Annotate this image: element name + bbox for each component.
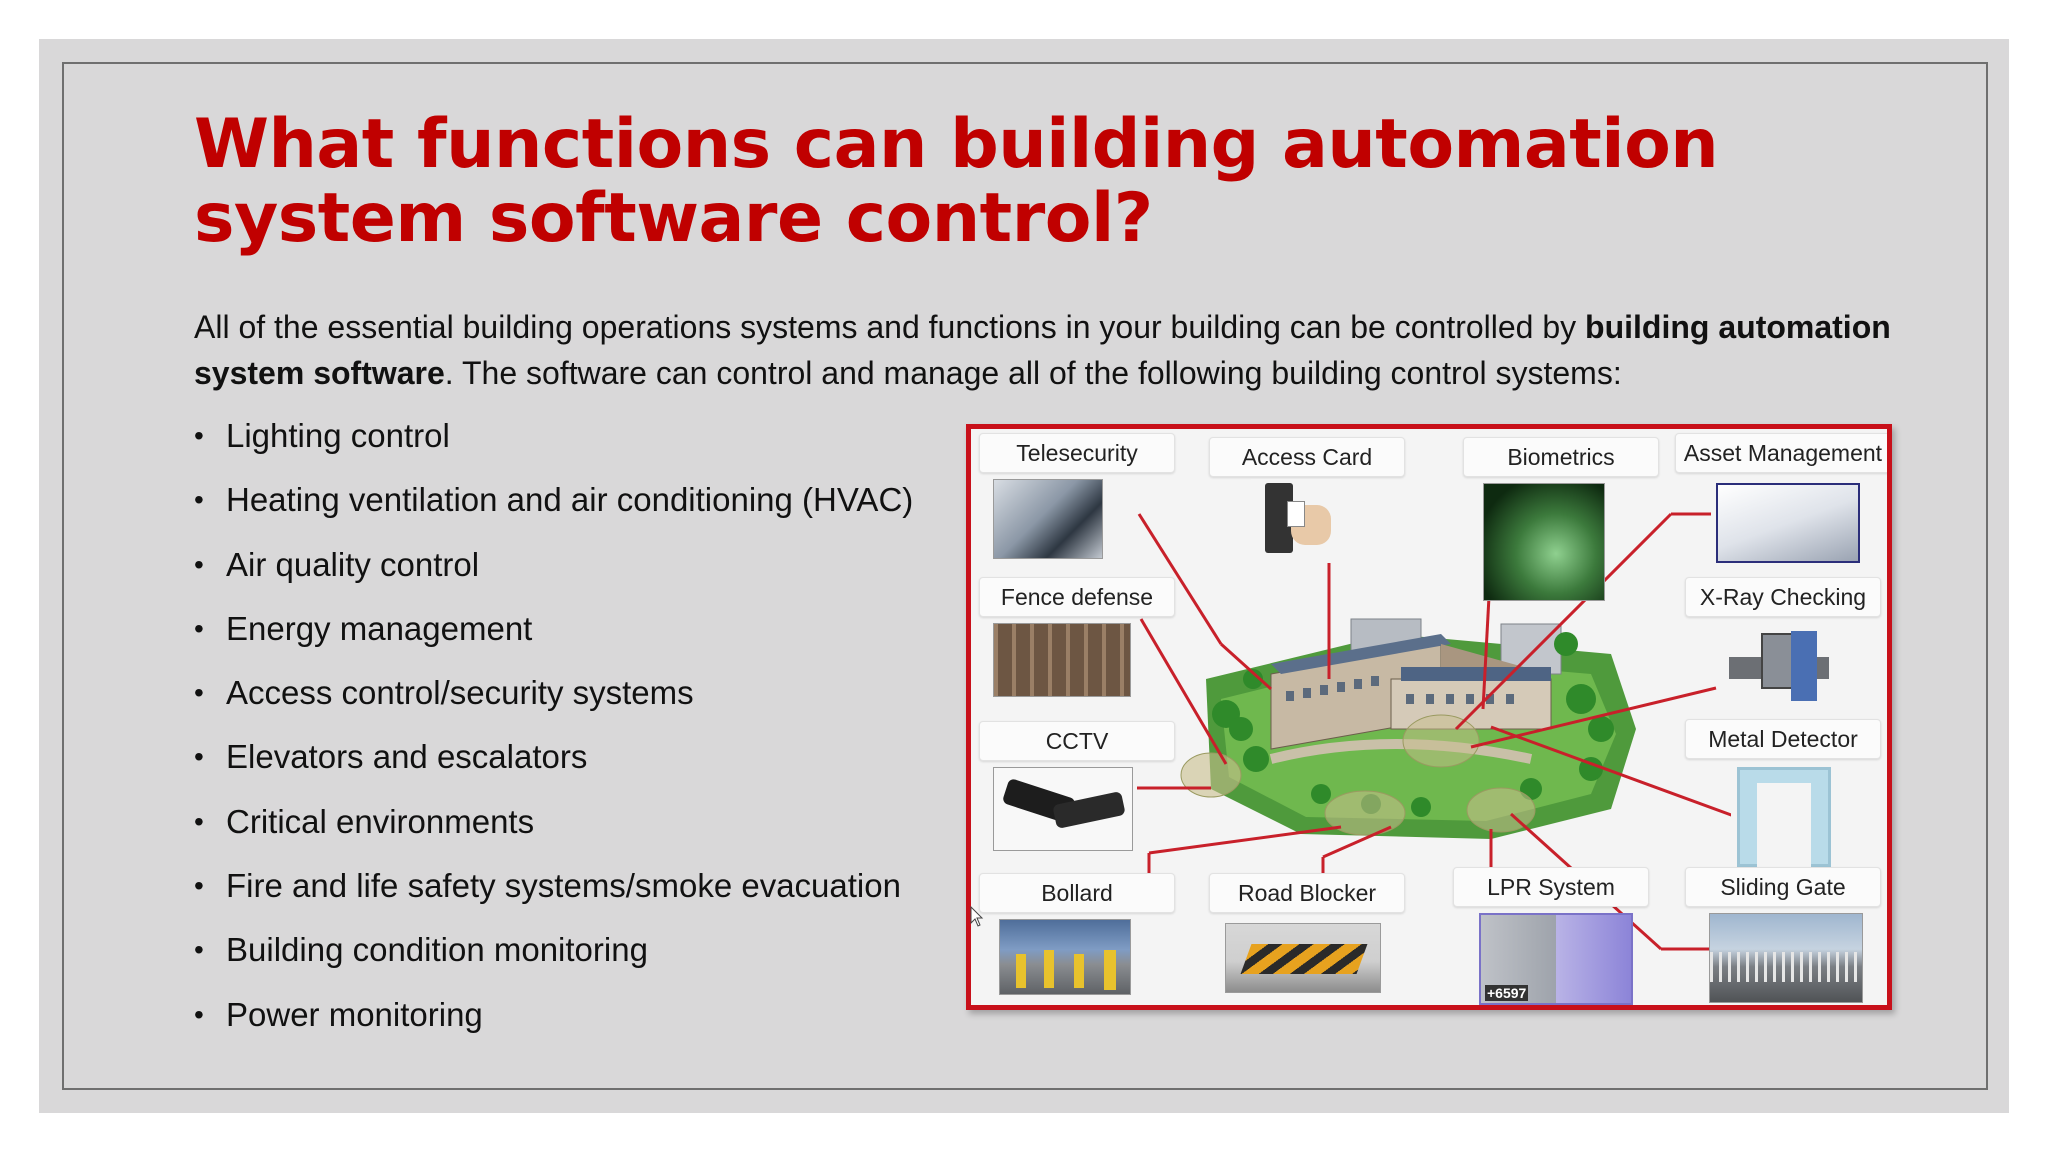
road-blocker-photo	[1225, 923, 1381, 993]
mouse-cursor-icon	[970, 906, 984, 927]
label-xray-checking: X-Ray Checking	[1685, 577, 1881, 617]
bullet-icon: •	[194, 805, 204, 837]
bullet-icon: •	[194, 741, 204, 773]
list-item-text: Energy management	[226, 609, 533, 647]
slide-title: What functions can building automation s…	[194, 105, 1719, 258]
list-item-text: Critical environments	[226, 802, 535, 840]
cctv-camera-photo	[993, 767, 1133, 851]
label-lpr-system: LPR System	[1453, 867, 1649, 907]
metal-detector-photo	[1731, 767, 1837, 867]
list-item-text: Lighting control	[226, 417, 450, 454]
list-item: • Air quality control	[194, 539, 913, 603]
list-item: • Heating ventilation and air conditionin…	[194, 474, 913, 538]
list-item-text: Air quality control	[226, 545, 480, 583]
label-bollard: Bollard	[979, 873, 1175, 913]
list-item-text: Heating ventilation and air conditioning…	[226, 481, 914, 519]
asset-management-photo	[1716, 483, 1860, 563]
intro-text-bold: building automation system software	[194, 309, 1891, 391]
slide-frame	[62, 62, 1988, 1090]
bullet-icon: •	[194, 870, 204, 902]
lpr-plate-text: +6597	[1485, 985, 1529, 1001]
intro-paragraph: All of the essential building operations…	[194, 304, 1954, 396]
biometrics-photo	[1483, 483, 1605, 601]
list-item: • Critical environments	[194, 796, 913, 860]
bullet-icon: •	[194, 548, 204, 580]
list-item: • Power monitoring	[194, 989, 913, 1053]
bullet-icon: •	[194, 420, 204, 451]
list-item: • Energy management	[194, 603, 913, 667]
list-item: • Access control/security systems	[194, 667, 913, 731]
label-fence-defense: Fence defense	[979, 577, 1175, 617]
list-item-text: Fire and life safety systems/smoke evacu…	[226, 867, 901, 905]
list-item-text: Power monitoring	[226, 995, 483, 1033]
label-biometrics: Biometrics	[1463, 437, 1659, 477]
label-road-blocker: Road Blocker	[1209, 873, 1405, 913]
list-item-text: Elevators and escalators	[226, 738, 588, 776]
campus-illustration	[1137, 512, 1765, 951]
label-cctv: CCTV	[979, 721, 1175, 761]
list-item-text: Building condition monitoring	[226, 931, 648, 969]
access-card-reader-photo	[1251, 479, 1341, 563]
bullet-icon: •	[194, 612, 204, 644]
list-item: • Building condition monitoring	[194, 924, 913, 988]
list-item-text: Access control/security systems	[226, 674, 694, 712]
telesecurity-photo	[993, 479, 1103, 559]
sliding-gate-photo	[1709, 913, 1863, 1003]
lpr-system-photo: +6597	[1479, 913, 1633, 1005]
list-item: • Fire and life safety systems/smoke evac…	[194, 860, 913, 924]
label-telesecurity: Telesecurity	[979, 433, 1175, 473]
intro-text-end: . The software can control and manage al…	[444, 355, 1622, 391]
bollard-photo	[999, 919, 1131, 995]
bullet-icon: •	[194, 998, 204, 1030]
bullet-icon: •	[194, 677, 204, 709]
fence-defense-photo	[993, 623, 1131, 697]
bullet-icon: •	[194, 484, 204, 516]
label-access-card: Access Card	[1209, 437, 1405, 477]
list-item: • Lighting control	[194, 410, 913, 474]
function-list: • Lighting control • Heating ventilation a…	[194, 410, 913, 1053]
xray-machine-photo	[1719, 627, 1837, 713]
intro-text-start: All of the essential building operations…	[194, 309, 1586, 345]
label-sliding-gate: Sliding Gate	[1685, 867, 1881, 907]
list-item: • Elevators and escalators	[194, 731, 913, 795]
bullet-icon: •	[194, 934, 204, 966]
label-metal-detector: Metal Detector	[1685, 719, 1881, 759]
label-asset-management: Asset Management	[1675, 433, 1887, 473]
security-systems-diagram: Telesecurity Access Card Biometrics Asse…	[966, 424, 1892, 1010]
